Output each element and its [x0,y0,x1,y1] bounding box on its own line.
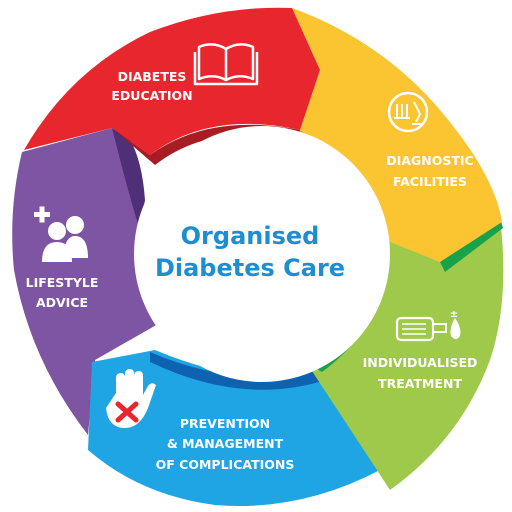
center-title-line2: Diabetes Care [155,254,345,282]
label-prevention: PREVENTION & MANAGEMENT OF COMPLICATIONS [156,416,295,472]
book-icon [193,43,259,86]
segment-lifestyle-shadow [112,128,145,230]
label-prevention-line1: PREVENTION [180,416,270,431]
microscope-icon [387,91,429,133]
label-diagnostic: DIAGNOSTIC FACILITIES [386,153,473,189]
label-education-line1: DIABETES [118,69,187,84]
label-education: DIABETES EDUCATION [111,69,192,103]
label-diagnostic-line2: FACILITIES [393,174,467,189]
people-plus-icon [34,206,88,262]
label-treatment: INDIVIDUALISED TREATMENT [363,355,478,391]
label-lifestyle: LIFESTYLE ADVICE [26,275,99,310]
center-title-line1: Organised [181,222,320,250]
label-diagnostic-line1: DIAGNOSTIC [386,153,473,168]
segment-prevention-shadow [150,352,340,390]
label-prevention-line2: & MANAGEMENT [167,436,284,451]
segment-treatment [310,218,504,490]
label-education-line2: EDUCATION [111,88,192,103]
ring [12,7,504,506]
segment-education-shadow [112,124,300,165]
stop-hand-icon [106,369,156,428]
segment-prevention [88,350,380,506]
label-treatment-line2: TREATMENT [378,376,462,391]
label-prevention-line3: OF COMPLICATIONS [156,457,295,472]
label-lifestyle-line1: LIFESTYLE [26,275,99,290]
segment-diagnostic [292,8,502,262]
segment-lifestyle [12,128,166,435]
label-lifestyle-line2: ADVICE [36,295,88,310]
glucose-test-icon: ± [395,309,461,342]
center-disc [134,126,390,382]
svg-text:±: ± [450,309,458,320]
label-treatment-line1: INDIVIDUALISED [363,355,478,370]
